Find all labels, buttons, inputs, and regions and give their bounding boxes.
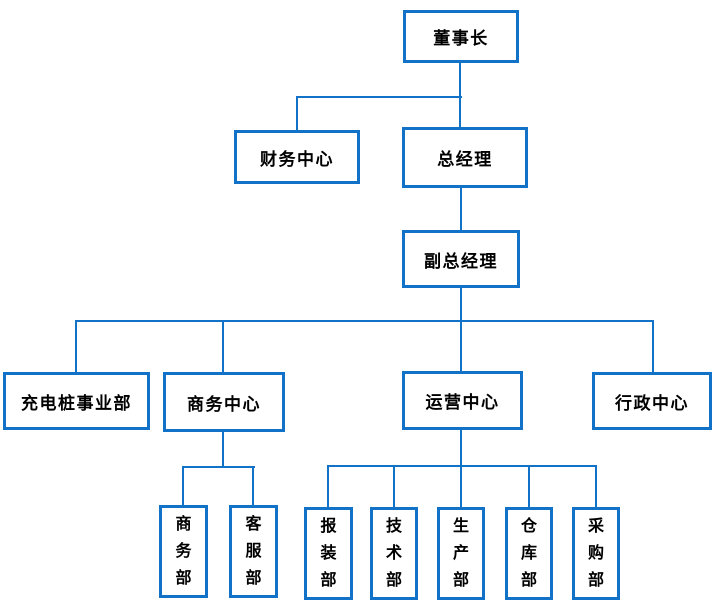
connector-drop-business-dept [182,466,184,505]
connector-drop-installation-dept [327,465,329,507]
org-node-operations-center: 运营中心 [402,371,523,430]
connector-business-center-down [222,432,224,468]
connector-drop-operations-center [460,320,462,371]
org-node-charging-pile-division: 充电桩事业部 [3,372,150,430]
connector-drop-charging-pile-division [75,320,77,372]
org-node-deputy-general-manager: 副总经理 [402,230,520,288]
connector-drop-warehouse-dept [528,465,530,507]
connector-drop-procurement-dept [595,465,597,507]
org-node-warehouse-dept: 仓 库 部 [505,507,553,600]
org-node-production-dept: 生 产 部 [437,507,485,600]
org-node-business-dept: 商 务 部 [159,505,208,598]
connector-drop-technical-dept [393,465,395,507]
connector-business-bus [182,466,255,468]
connector-drop-business-center [222,320,224,372]
org-node-chairman: 董事长 [403,10,519,63]
connector-operations-center-down [460,430,462,467]
org-node-technical-dept: 技 术 部 [370,507,418,600]
org-node-installation-dept: 报 装 部 [304,507,353,600]
org-node-procurement-dept: 采 购 部 [572,507,620,600]
org-node-business-center: 商务中心 [163,372,285,432]
org-node-general-manager: 总经理 [402,127,528,188]
connector-level2-bus [296,96,462,98]
connector-gm-to-dgm [460,188,462,230]
connector-operations-bus [327,465,597,467]
org-node-customer-service-dept: 客 服 部 [229,505,278,598]
connector-main-bus [75,320,654,322]
connector-drop-customer-service-dept [252,466,254,505]
connector-drop-production-dept [460,465,462,507]
connector-dgm-down [460,288,462,321]
org-node-finance-center: 财务中心 [234,130,360,184]
connector-chairman-down [459,63,461,127]
org-node-admin-center: 行政中心 [592,372,712,430]
connector-drop-finance-center [296,96,298,130]
connector-drop-admin-center [652,320,654,372]
